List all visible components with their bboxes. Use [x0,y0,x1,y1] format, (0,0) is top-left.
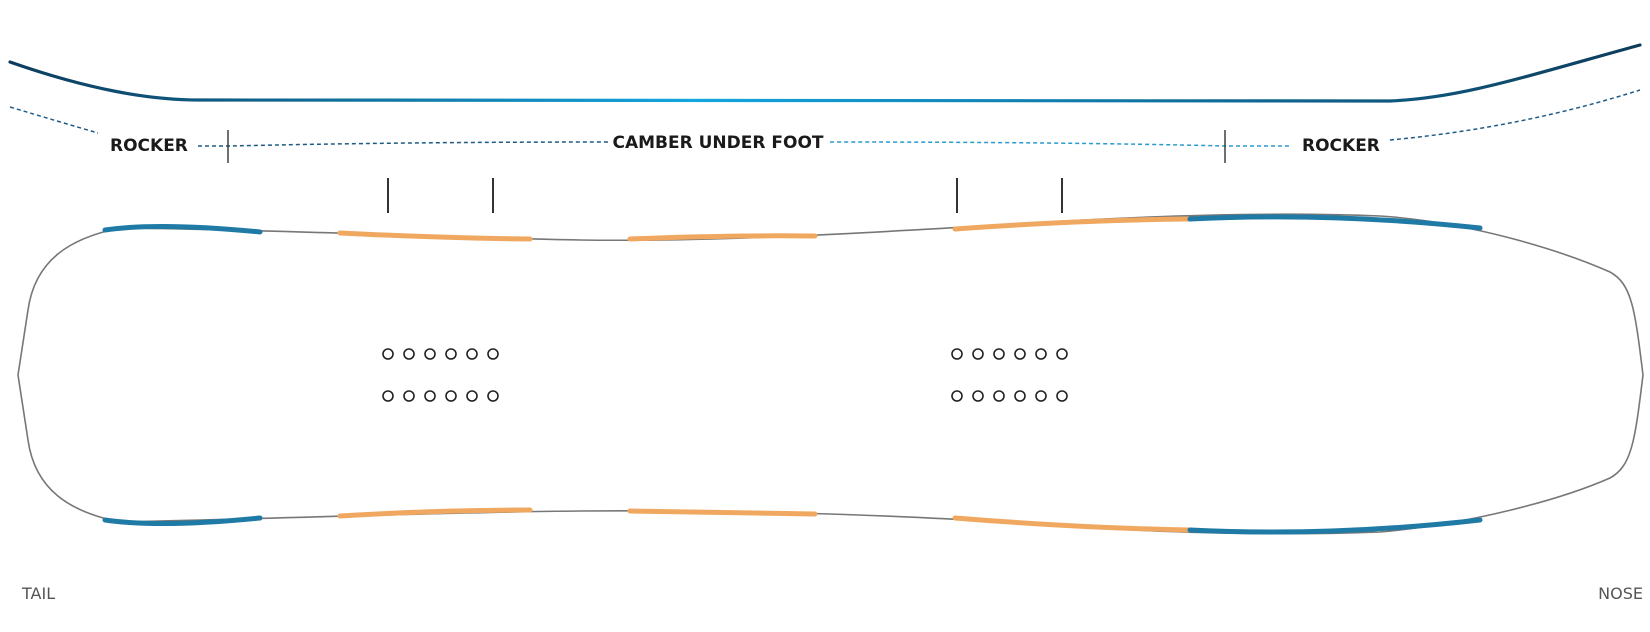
camber-left-line [198,141,611,147]
edge-blue-tail-top [102,223,263,235]
insert-hole [403,348,415,360]
insert-hole [972,348,984,360]
insert-hole [466,390,478,402]
board-profile-line [8,43,1642,103]
insert-hole [993,390,1005,402]
insert-hole [382,390,394,402]
insert-hole [1056,390,1068,402]
insert-hole [951,348,963,360]
edge-blue-tail-bottom [102,515,263,527]
insert-hole [466,348,478,360]
camber-label: CAMBER UNDER FOOT [612,133,823,153]
insert-hole [1014,348,1026,360]
edge-orange-center-top [627,233,818,242]
edge-orange-tail-bottom [337,507,533,519]
camber-right-line [829,141,1290,147]
insert-hole [403,390,415,402]
insert-hole [1035,390,1047,402]
insert-hole [993,348,1005,360]
insert-pack-tail [382,348,499,402]
insert-hole [445,390,457,402]
rocker-right-label: ROCKER [1302,136,1380,156]
insert-pack-nose [951,348,1068,402]
insert-hole [1035,348,1047,360]
nose-label: NOSE [1598,584,1643,603]
insert-hole [972,390,984,402]
edge-orange-nose-top [952,216,1193,232]
edge-blue-nose-top [1187,214,1483,231]
edge-orange-tail-top [337,230,533,242]
insert-hole [1056,348,1068,360]
insert-hole [1014,390,1026,402]
insert-hole [951,390,963,402]
board-outline [17,213,1644,535]
insert-hole [487,390,499,402]
rocker-left-label: ROCKER [110,136,188,156]
edge-orange-center-bottom [627,508,818,517]
insert-hole [487,348,499,360]
insert-hole [424,390,436,402]
insert-hole [424,348,436,360]
rocker-left-line [9,106,99,134]
insert-hole [445,348,457,360]
tail-label: TAIL [21,584,55,603]
edge-blue-nose-bottom [1187,517,1483,535]
insert-hole [382,348,394,360]
rocker-right-line [1389,89,1641,141]
edge-orange-nose-bottom [952,515,1193,533]
